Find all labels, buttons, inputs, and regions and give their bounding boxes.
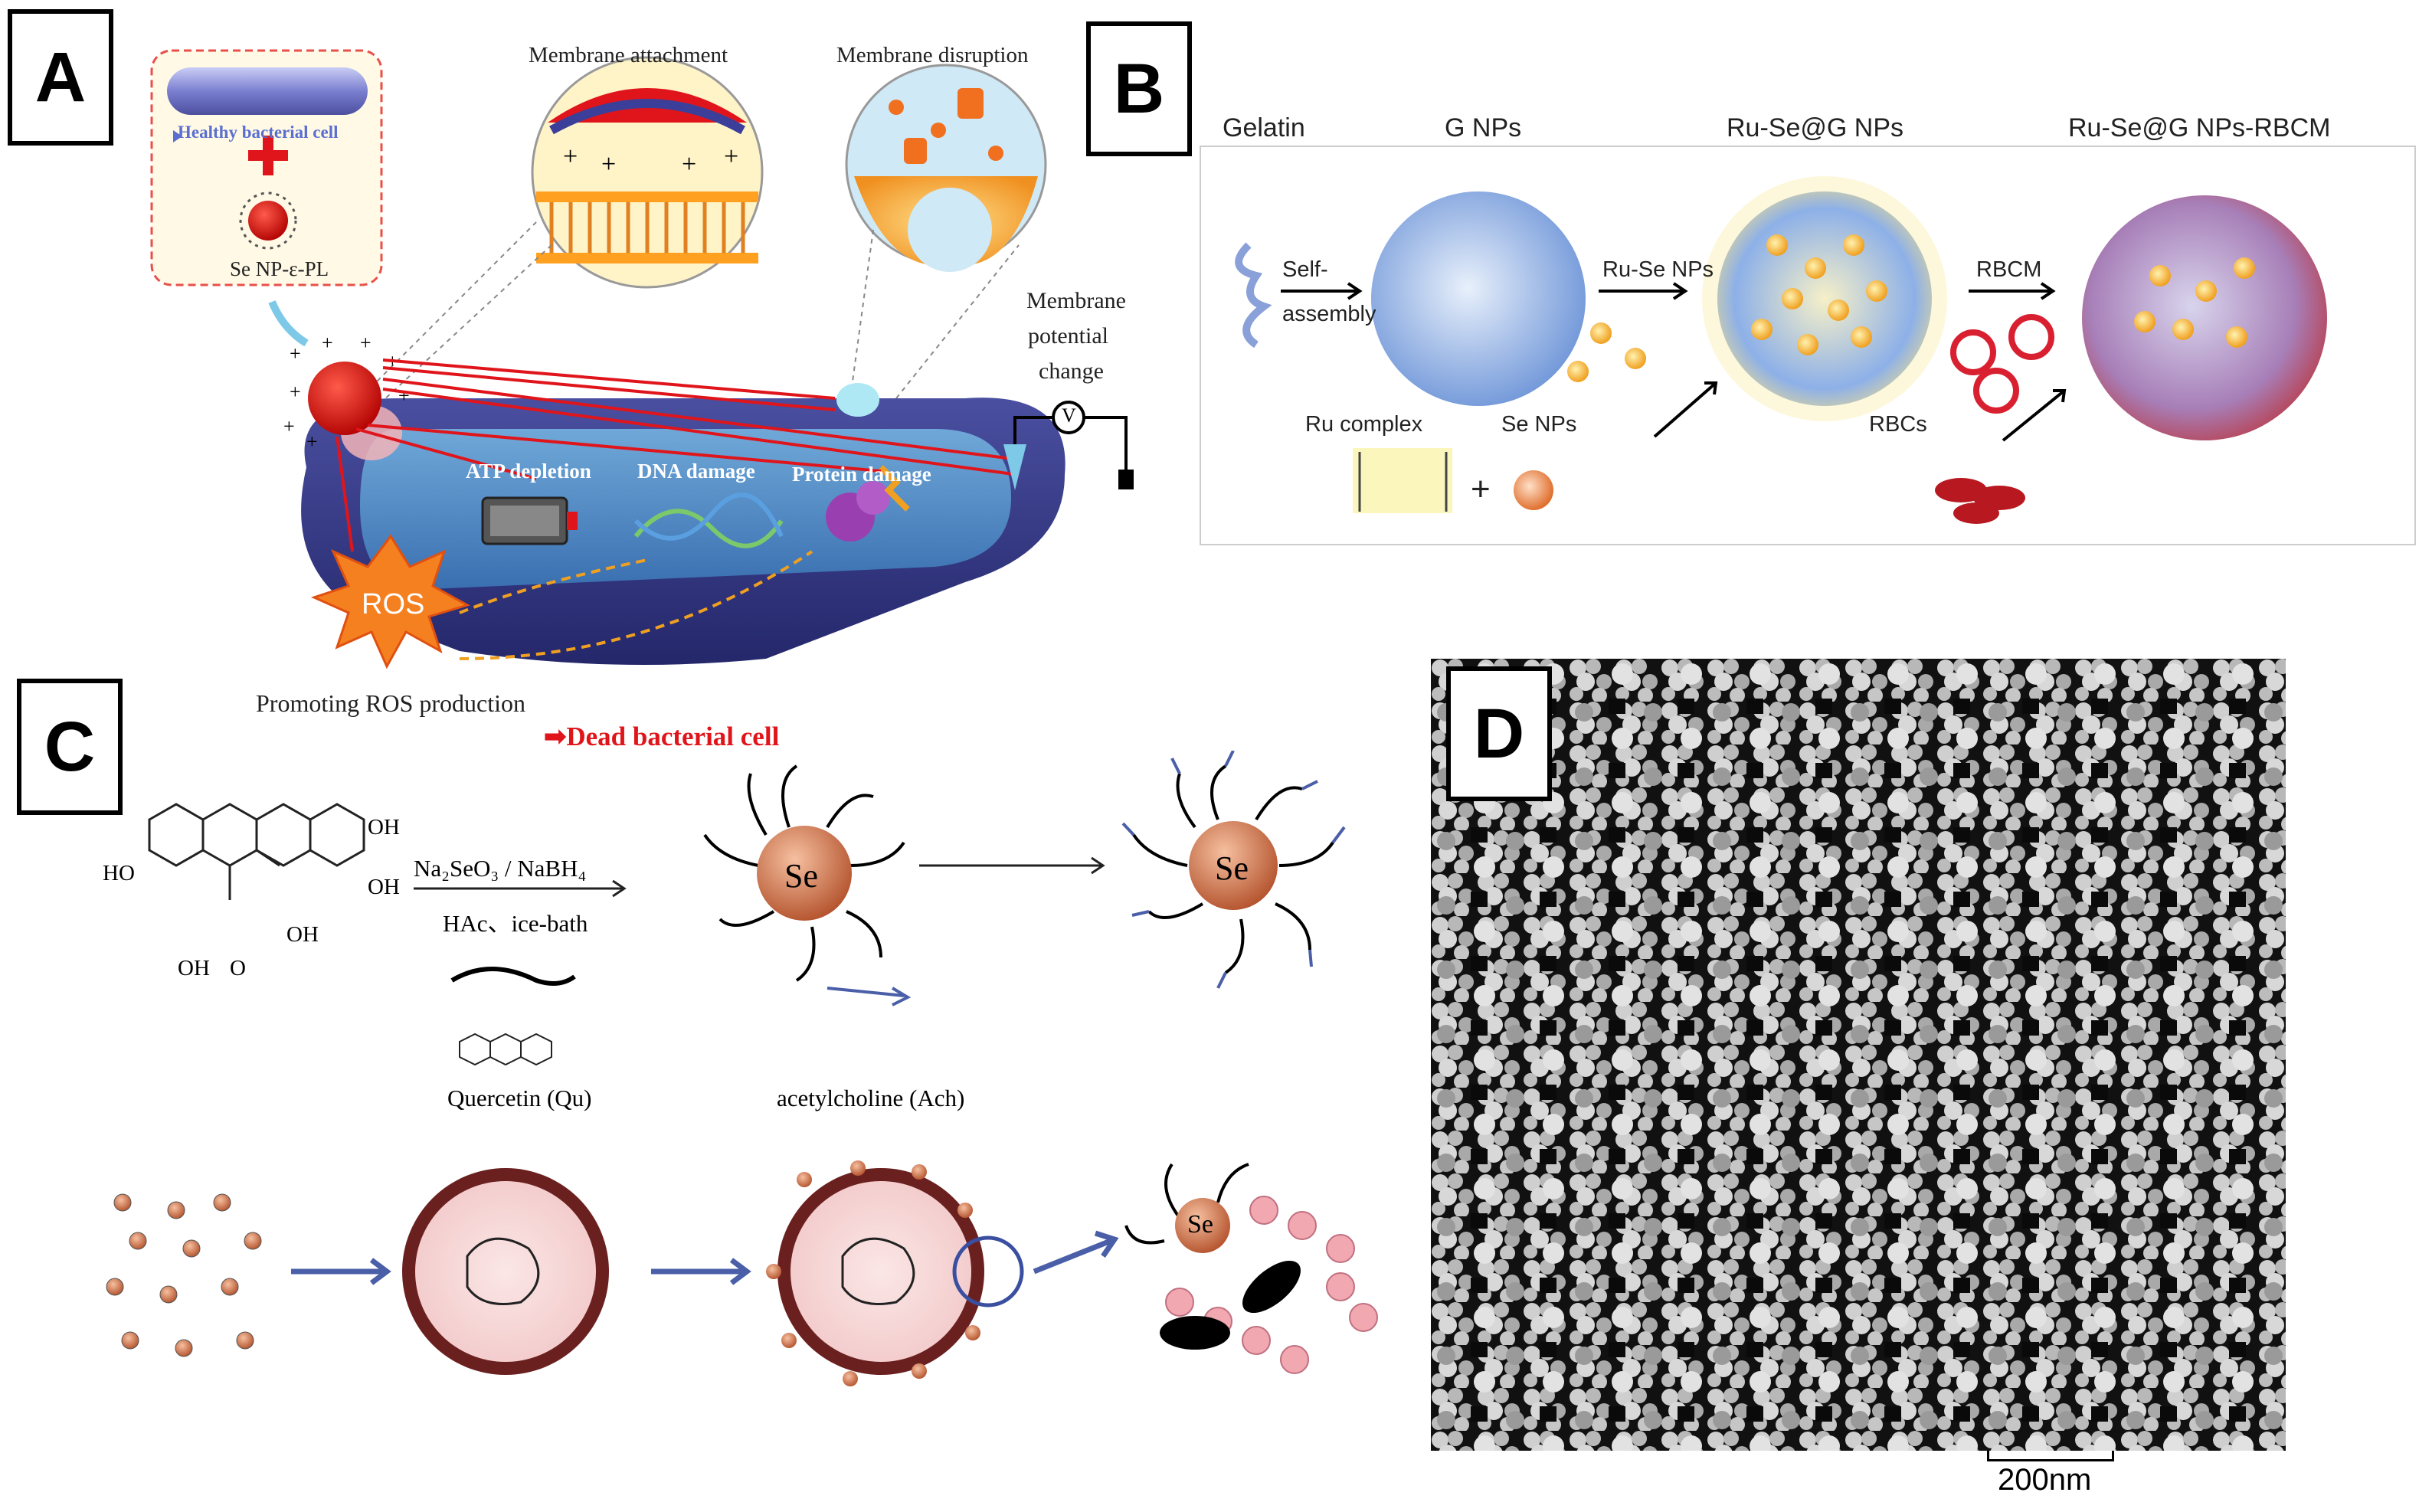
svg-text:+: + <box>360 332 372 354</box>
healthy-cell-box <box>150 49 383 286</box>
quercetin-oh-1: OH <box>368 815 400 839</box>
bacterial-cell-2 <box>766 1160 1024 1386</box>
membrane-disruption-circle <box>845 64 1047 272</box>
ros-burst-icon <box>310 534 470 669</box>
membrane-disruption-label: Membrane disruption <box>836 43 1029 67</box>
svg-text:+: + <box>290 381 301 403</box>
se-label-3: Se <box>1187 1210 1213 1239</box>
reagent-top-label: Na₂SeO₃ / NaBH₄ <box>414 855 587 882</box>
se-nps-label: Se NPs <box>1501 412 1577 437</box>
svg-text:+: + <box>563 142 578 171</box>
svg-text:+: + <box>322 332 333 354</box>
svg-text:+: + <box>306 430 318 453</box>
scale-bar-label: 200nm <box>1998 1463 2092 1497</box>
se-particle-2 <box>1121 751 1346 989</box>
svg-text:+: + <box>283 415 295 437</box>
self-assembly-line-1: Self- <box>1282 257 1328 282</box>
rbcm-label: RBCM <box>1976 257 2042 282</box>
se-label-1: Se <box>784 857 818 895</box>
panel-a-label: A <box>8 9 113 146</box>
membrane-attachment-circle: + + + + <box>531 56 764 289</box>
voltmeter-symbol: V <box>1062 404 1076 427</box>
se-nanoparticle: +++ +++ ++ <box>283 332 410 453</box>
quercetin-o: O <box>230 956 246 980</box>
se-particle-1 <box>703 764 905 982</box>
protein-icon <box>826 465 910 542</box>
sem-texture <box>1431 659 2286 1451</box>
svg-text:+: + <box>724 142 738 171</box>
quercetin-oh-4: OH <box>178 956 210 980</box>
reagent-bottom-label: HAc、ice-bath <box>443 910 588 937</box>
quercetin-ho-1: HO <box>103 861 135 885</box>
bacterial-cell-1 <box>402 1168 609 1375</box>
panel-c-letter: C <box>44 707 96 786</box>
panel-b-letter: B <box>1113 49 1165 128</box>
membrane-potential-line-2: potential <box>1028 323 1108 349</box>
g-nps-label: G NPs <box>1445 113 1522 142</box>
self-assembly-line-2: assembly <box>1282 302 1376 326</box>
panel-b-label: B <box>1086 21 1192 156</box>
membrane-potential-line-1: Membrane <box>1026 288 1126 313</box>
sem-image <box>1431 659 2286 1451</box>
gelatin-label: Gelatin <box>1223 113 1305 142</box>
battery-icon <box>481 496 578 545</box>
panel-d-letter: D <box>1473 694 1525 773</box>
panel-c-label: C <box>17 679 123 815</box>
dna-icon <box>633 493 784 548</box>
rbcs-label: RBCs <box>1869 412 1927 437</box>
panel-a-letter: A <box>34 38 87 116</box>
panel-d-label: D <box>1446 666 1552 801</box>
plus-sign: + <box>1471 470 1491 508</box>
dna-damage-label: DNA damage <box>637 460 755 483</box>
atp-depletion-label: ATP depletion <box>466 460 591 483</box>
se-np-cluster <box>106 1193 262 1357</box>
se-np-label: Se NP-ε-PL <box>230 257 329 280</box>
ru-se-g-nps-rbcm-label: Ru-Se@G NPs-RBCM <box>2068 113 2331 142</box>
membrane-potential-line-3: change <box>1039 358 1104 384</box>
quercetin-structure <box>148 803 365 900</box>
quercetin-oh-2: OH <box>368 875 400 899</box>
svg-text:+: + <box>682 150 696 178</box>
scale-bar <box>1987 1451 2114 1461</box>
panel-a-diagram: + + + + <box>150 49 1134 669</box>
membrane-attachment-label: Membrane attachment <box>529 43 728 67</box>
bacterial-cell-body <box>301 383 1065 665</box>
ru-complex-label: Ru complex <box>1305 412 1423 437</box>
svg-text:+: + <box>398 385 410 407</box>
promoting-ros-label: Promoting ROS production <box>256 689 526 717</box>
quercetin-label: Quercetin (Qu) <box>447 1085 592 1111</box>
se-label-2: Se <box>1215 849 1249 887</box>
protein-damage-label: Protein damage <box>792 463 931 486</box>
ros-label: ROS <box>362 588 425 620</box>
svg-text:+: + <box>290 342 301 365</box>
quercetin-oh-3: OH <box>286 922 319 947</box>
healthy-cell-label: Healthy bacterial cell <box>178 123 339 142</box>
ru-se-nps-label: Ru-Se NPs <box>1602 257 1714 282</box>
svg-text:+: + <box>601 150 616 178</box>
membrane-insertion <box>1124 1163 1378 1374</box>
dead-cell-label: ➡Dead bacterial cell <box>544 722 780 751</box>
panel-c-diagram <box>106 751 1378 1386</box>
acetylcholine-label: acetylcholine (Ach) <box>777 1085 965 1111</box>
panel-b-diagram <box>1235 176 2327 524</box>
ru-se-g-nps-label: Ru-Se@G NPs <box>1727 113 1904 142</box>
dead-cell-text: Dead bacterial cell <box>566 722 780 751</box>
